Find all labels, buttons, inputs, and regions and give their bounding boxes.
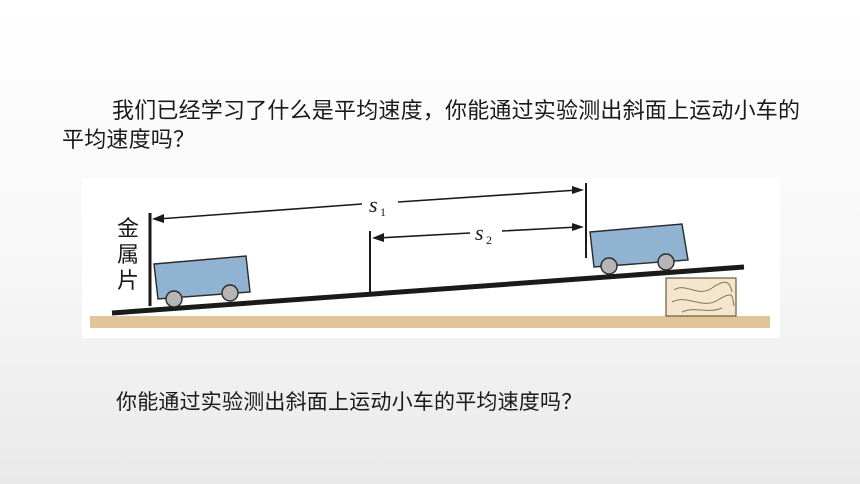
s1-label: s xyxy=(369,192,378,217)
intro-paragraph: 我们已经学习了什么是平均速度，你能通过实验测出斜面上运动小车的平均速度吗？ xyxy=(62,99,801,153)
s2-label: s xyxy=(475,220,484,245)
ramp-board xyxy=(111,264,745,316)
incline-diagram: 金 属 片 s 1 s 2 xyxy=(90,183,770,328)
s1-arrow xyxy=(152,186,584,223)
metal-label-2: 属 xyxy=(117,242,139,267)
cart-top xyxy=(589,223,689,275)
cart-bottom xyxy=(153,255,251,308)
cart-bottom-wheel xyxy=(165,290,183,308)
s2-subscript: 2 xyxy=(486,233,492,247)
cart-bottom-wheel xyxy=(221,284,239,302)
s1-subscript: 1 xyxy=(380,205,386,219)
metal-label-1: 金 xyxy=(117,216,139,241)
cart-top-wheel xyxy=(600,257,618,275)
question-text: 你能通过实验测出斜面上运动小车的平均速度吗？ xyxy=(116,390,583,414)
metal-label-3: 片 xyxy=(117,268,139,293)
cart-top-wheel xyxy=(657,253,675,271)
floor xyxy=(90,316,770,328)
experiment-figure: 金 属 片 s 1 s 2 xyxy=(82,178,780,338)
wood-block xyxy=(665,277,737,317)
s2-arrow xyxy=(372,223,584,242)
